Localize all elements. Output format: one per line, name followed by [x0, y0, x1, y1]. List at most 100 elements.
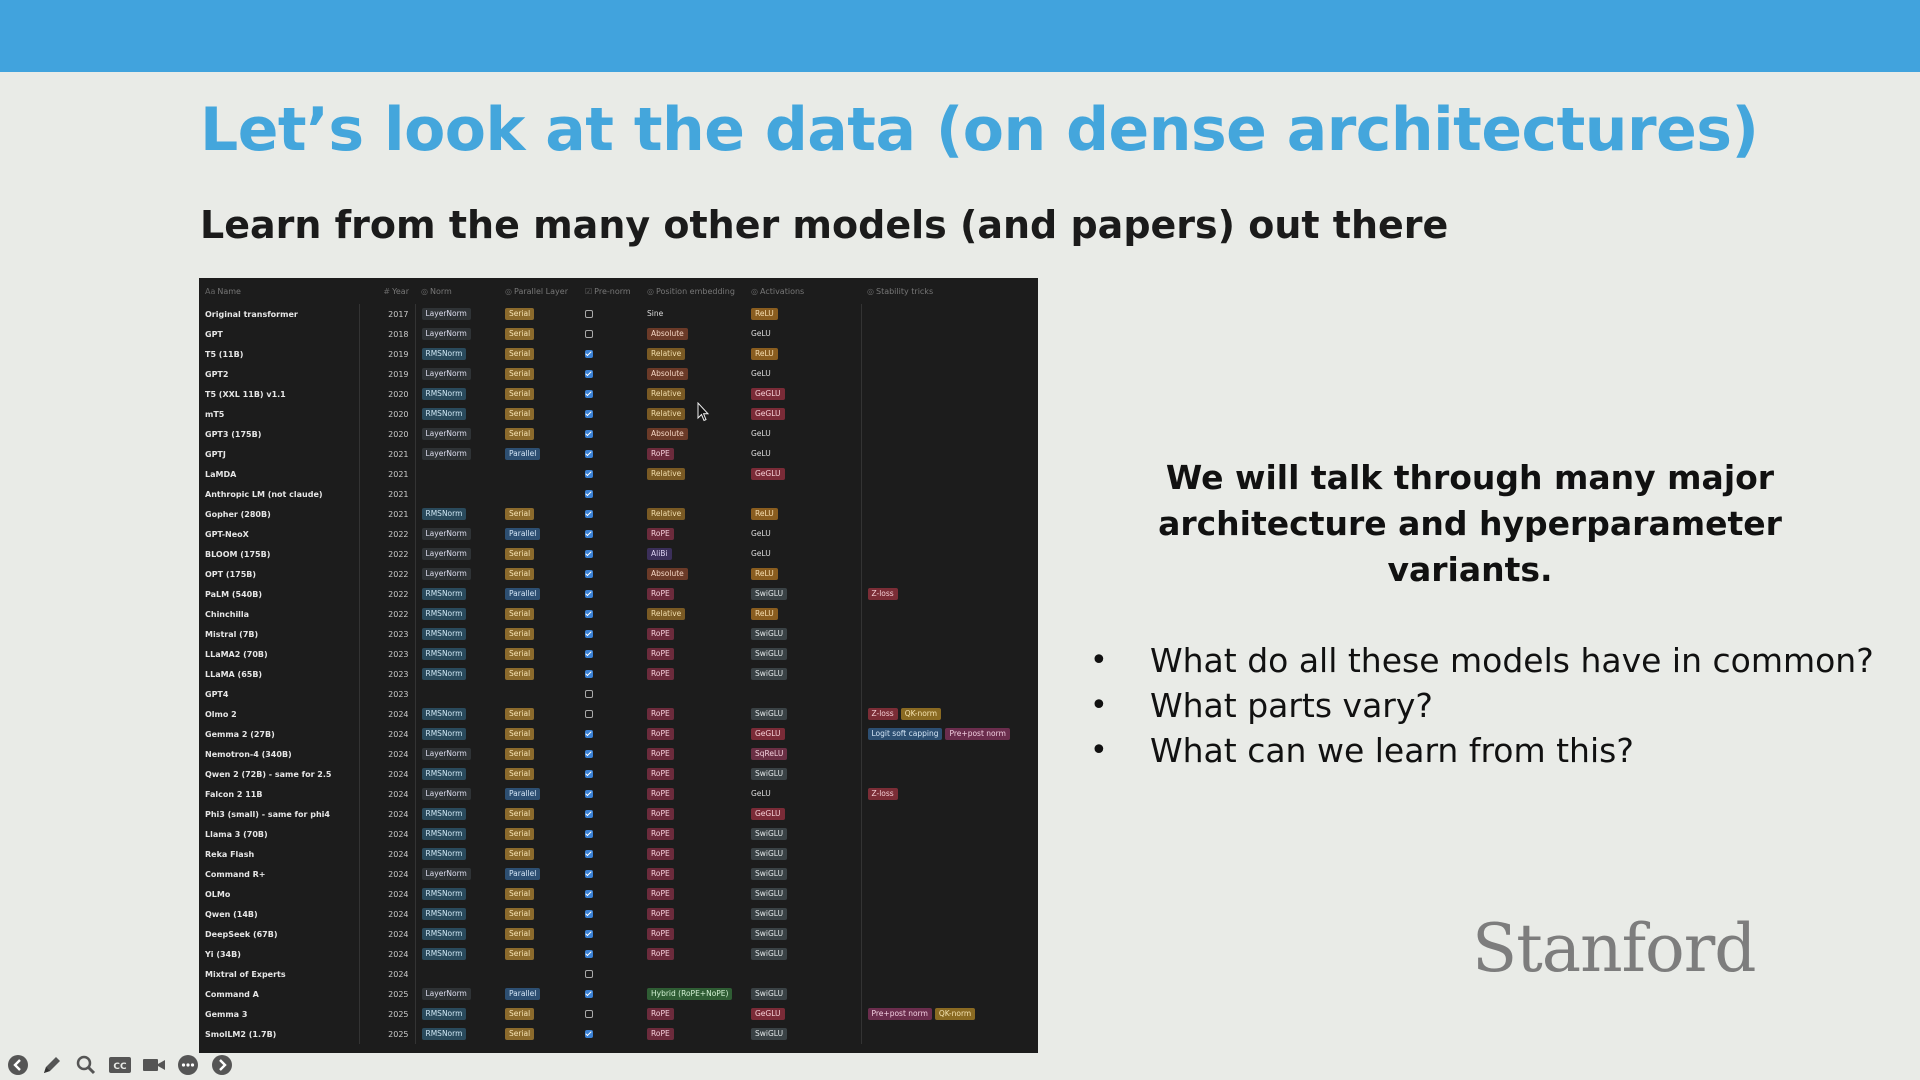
table-cell[interactable]: 2024 — [359, 764, 416, 784]
table-cell[interactable] — [860, 764, 1038, 784]
table-cell[interactable]: RMSNorm — [415, 884, 499, 904]
back-arrow-icon[interactable] — [4, 1053, 32, 1077]
table-cell[interactable] — [860, 884, 1038, 904]
prenorm-checkbox[interactable] — [585, 530, 593, 538]
table-cell[interactable]: Absolute — [641, 424, 745, 444]
table-cell[interactable] — [579, 664, 641, 684]
table-cell[interactable]: 2024 — [359, 784, 416, 804]
table-cell[interactable]: RoPE — [641, 664, 745, 684]
table-cell[interactable]: Anthropic LM (not claude) — [199, 484, 360, 504]
prenorm-checkbox[interactable] — [585, 330, 593, 338]
table-cell[interactable]: 2023 — [359, 664, 416, 684]
table-cell[interactable]: Serial — [499, 564, 579, 584]
table-cell[interactable]: GeGLU — [745, 384, 862, 404]
table-cell[interactable] — [860, 624, 1038, 644]
table-cell[interactable] — [579, 584, 641, 604]
prenorm-checkbox[interactable] — [585, 390, 593, 398]
table-cell[interactable] — [860, 684, 1038, 704]
table-cell[interactable]: BLOOM (175B) — [199, 544, 360, 564]
table-cell[interactable] — [579, 1004, 641, 1024]
table-cell[interactable]: RMSNorm — [415, 924, 499, 944]
table-cell[interactable]: RMSNorm — [415, 404, 499, 424]
table-cell[interactable] — [579, 644, 641, 664]
table-cell[interactable]: 2025 — [359, 1024, 416, 1044]
table-cell[interactable]: 2024 — [359, 704, 416, 724]
table-cell[interactable]: Z-loss — [860, 584, 1038, 604]
table-cell[interactable] — [579, 344, 641, 364]
table-cell[interactable]: Parallel — [499, 984, 579, 1004]
table-cell[interactable]: RMSNorm — [415, 344, 499, 364]
table-cell[interactable] — [579, 684, 641, 704]
table-cell[interactable]: RoPE — [641, 704, 745, 724]
table-cell[interactable]: Serial — [499, 764, 579, 784]
table-cell[interactable]: Serial — [499, 364, 579, 384]
table-cell[interactable] — [641, 964, 745, 984]
column-header[interactable]: ◎Activations — [745, 278, 861, 304]
table-cell[interactable]: ReLU — [745, 304, 862, 324]
table-cell[interactable]: 2024 — [359, 744, 416, 764]
prenorm-checkbox[interactable] — [585, 490, 593, 498]
table-cell[interactable] — [860, 344, 1038, 364]
table-cell[interactable]: 2024 — [359, 944, 416, 964]
table-cell[interactable]: 2023 — [359, 644, 416, 664]
prenorm-checkbox[interactable] — [585, 470, 593, 478]
table-cell[interactable]: Relative — [641, 464, 745, 484]
table-cell[interactable] — [579, 784, 641, 804]
table-cell[interactable]: 2022 — [359, 544, 416, 564]
table-cell[interactable]: Z-loss — [860, 784, 1038, 804]
table-cell[interactable] — [499, 964, 579, 984]
table-cell[interactable]: 2024 — [359, 964, 416, 984]
table-cell[interactable] — [579, 884, 641, 904]
table-cell[interactable]: Reka Flash — [199, 844, 360, 864]
table-cell[interactable] — [579, 624, 641, 644]
table-cell[interactable]: RoPE — [641, 764, 745, 784]
table-cell[interactable] — [860, 324, 1038, 344]
table-cell[interactable] — [579, 944, 641, 964]
table-cell[interactable]: Serial — [499, 644, 579, 664]
captions-icon[interactable]: CC — [106, 1053, 134, 1077]
table-cell[interactable]: 2017 — [359, 304, 416, 324]
table-cell[interactable] — [860, 364, 1038, 384]
table-cell[interactable] — [641, 684, 745, 704]
prenorm-checkbox[interactable] — [585, 450, 593, 458]
table-cell[interactable]: Serial — [499, 304, 579, 324]
table-cell[interactable]: LLaMA2 (70B) — [199, 644, 360, 664]
table-cell[interactable]: 2024 — [359, 844, 416, 864]
table-cell[interactable] — [860, 424, 1038, 444]
table-cell[interactable] — [641, 484, 745, 504]
table-cell[interactable] — [579, 824, 641, 844]
forward-arrow-icon[interactable] — [208, 1053, 236, 1077]
prenorm-checkbox[interactable] — [585, 1010, 593, 1018]
table-cell[interactable]: SwiGLU — [745, 664, 862, 684]
table-cell[interactable]: 2022 — [359, 584, 416, 604]
pen-icon[interactable] — [38, 1053, 66, 1077]
prenorm-checkbox[interactable] — [585, 550, 593, 558]
table-cell[interactable]: 2024 — [359, 824, 416, 844]
table-cell[interactable]: PaLM (540B) — [199, 584, 360, 604]
table-cell[interactable]: LayerNorm — [415, 524, 499, 544]
table-cell[interactable]: Serial — [499, 804, 579, 824]
table-cell[interactable]: 2021 — [359, 444, 416, 464]
table-cell[interactable]: GPT-NeoX — [199, 524, 360, 544]
prenorm-checkbox[interactable] — [585, 630, 593, 638]
table-cell[interactable]: Command R+ — [199, 864, 360, 884]
prenorm-checkbox[interactable] — [585, 410, 593, 418]
table-cell[interactable]: GeGLU — [745, 724, 862, 744]
table-cell[interactable] — [579, 964, 641, 984]
table-cell[interactable]: RMSNorm — [415, 384, 499, 404]
table-cell[interactable]: SqReLU — [745, 744, 862, 764]
table-cell[interactable] — [415, 484, 499, 504]
table-cell[interactable]: 2019 — [359, 344, 416, 364]
table-cell[interactable]: SwiGLU — [745, 884, 862, 904]
table-cell[interactable]: Serial — [499, 504, 579, 524]
table-cell[interactable]: GPT — [199, 324, 360, 344]
table-cell[interactable]: GeLU — [745, 524, 862, 544]
